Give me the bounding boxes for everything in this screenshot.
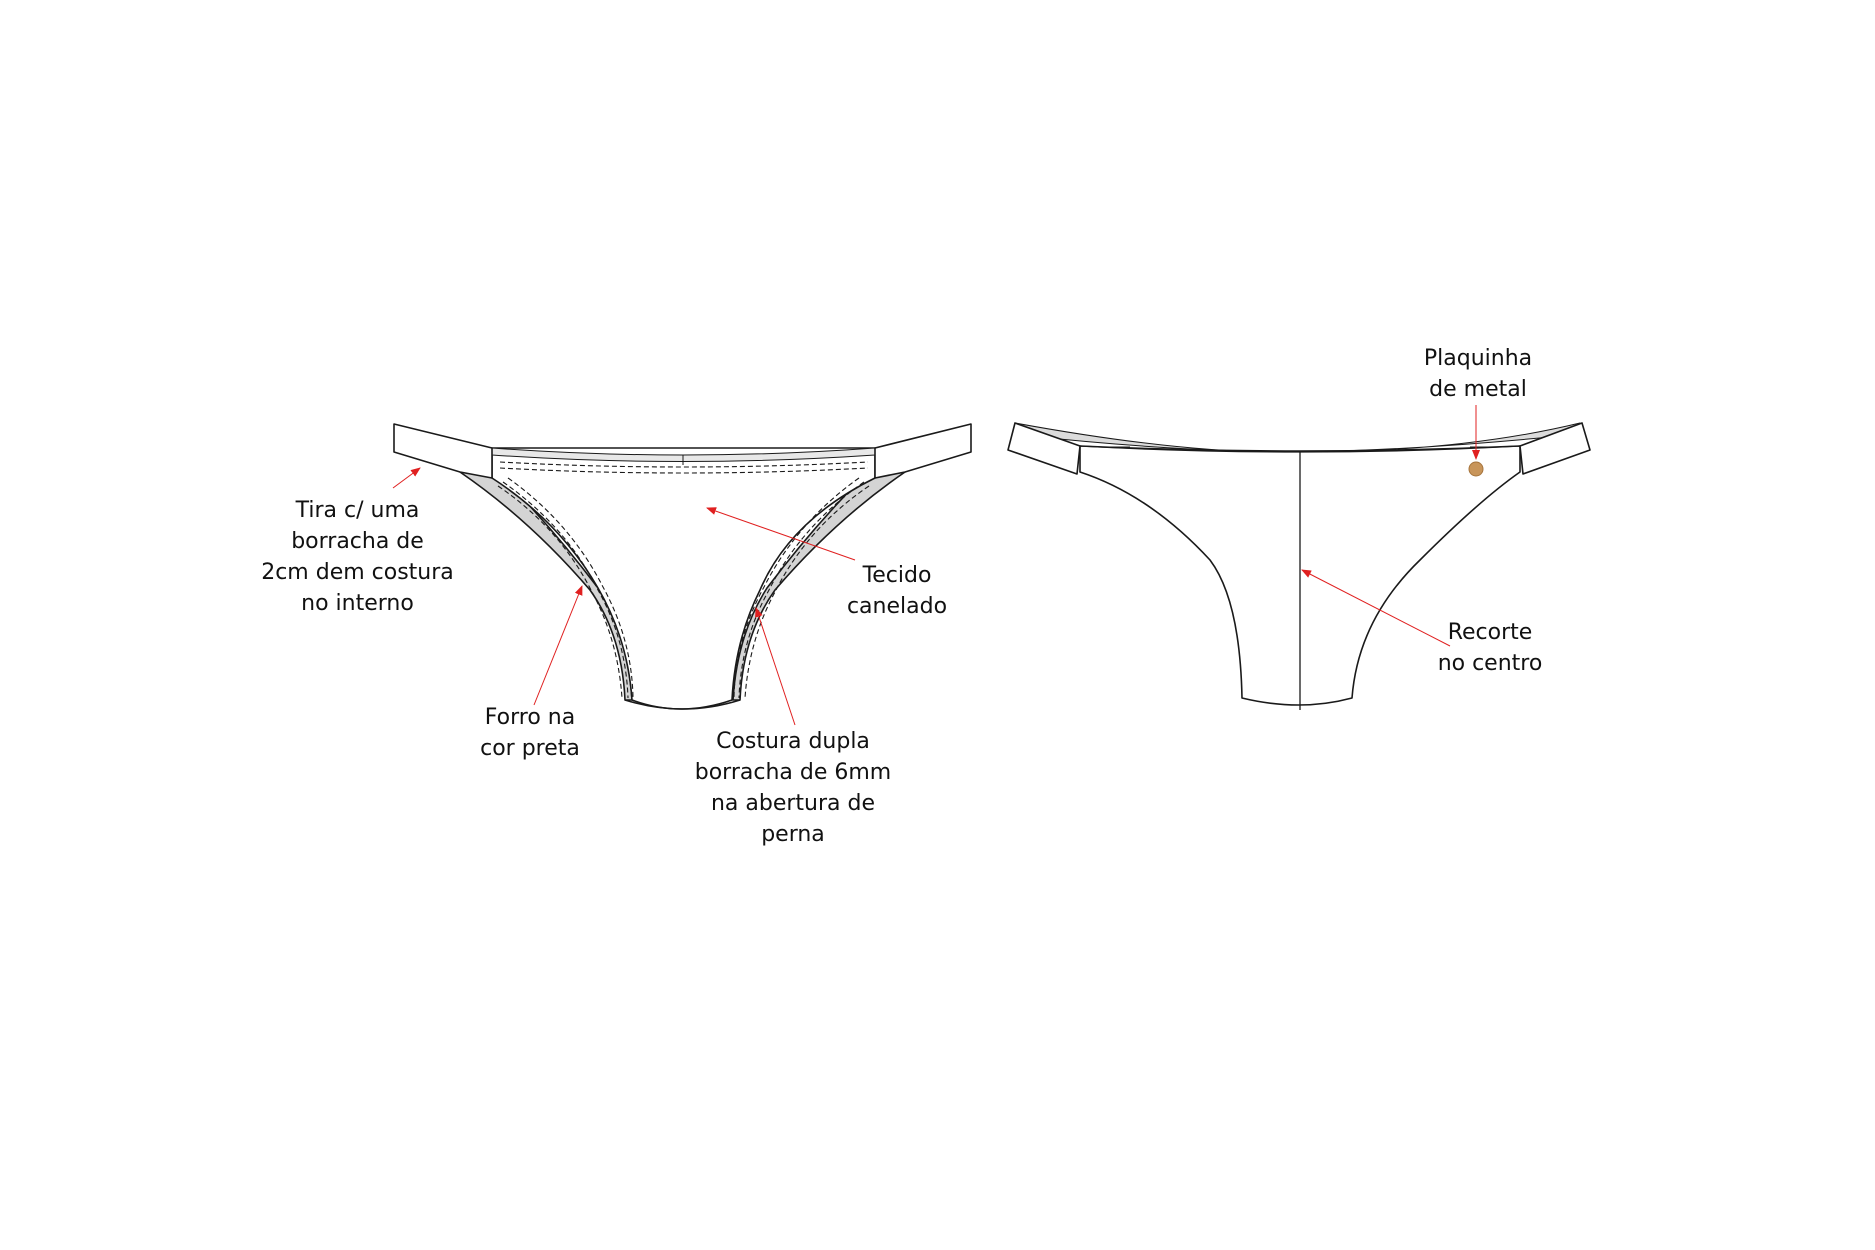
strap-right bbox=[874, 423, 972, 479]
label-forro: Forro na cor preta bbox=[480, 705, 580, 761]
lining-left bbox=[459, 469, 633, 701]
leader-tira bbox=[392, 467, 421, 489]
label-costura: Costura dupla borracha de 6mm na abertur… bbox=[694, 729, 892, 847]
leader-costura bbox=[755, 607, 796, 726]
lining-right bbox=[732, 469, 906, 701]
back-strap-left bbox=[1007, 422, 1081, 475]
label-tecido: Tecido canelado bbox=[846, 563, 948, 619]
label-tira: Tira c/ uma borracha de 2cm dem costura … bbox=[261, 498, 454, 616]
metal-plate bbox=[1468, 461, 1484, 477]
back-strap-right bbox=[1519, 422, 1591, 475]
strap-left bbox=[393, 423, 493, 479]
leader-forro bbox=[533, 585, 583, 706]
leader-tecido bbox=[706, 507, 856, 561]
back-view bbox=[1007, 422, 1591, 710]
leader-recorte bbox=[1301, 569, 1451, 647]
leader-lines bbox=[392, 405, 1480, 726]
label-plaquinha: Plaquinha de metal bbox=[1423, 346, 1533, 402]
label-recorte: Recorte no centro bbox=[1437, 620, 1543, 676]
front-body bbox=[491, 447, 876, 710]
front-view bbox=[393, 423, 972, 710]
